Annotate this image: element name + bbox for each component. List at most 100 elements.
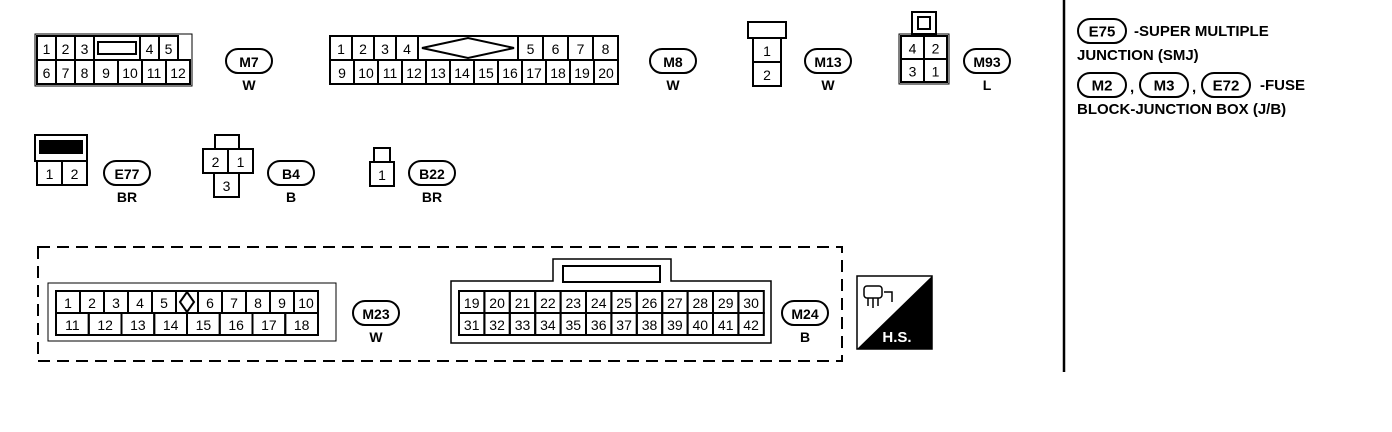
pin-cell [213, 172, 240, 198]
legend-badge-label: M2 [1092, 78, 1113, 95]
pin-cell-label: 4 [146, 41, 154, 57]
connector-id-badge [225, 48, 273, 74]
wire-color-label: BR [422, 189, 442, 205]
pin-cell-label: 34 [540, 317, 556, 333]
legend-badge-label: E75 [1089, 24, 1116, 41]
pin-cell-label: 5 [165, 41, 173, 57]
connector-id-badge [781, 300, 829, 326]
connector-id-label: B22 [419, 166, 445, 182]
connector-id-label: E77 [115, 166, 140, 182]
legend-badge [1077, 72, 1127, 98]
connector-id-badge [804, 48, 852, 74]
pin-cell-label: 1 [46, 166, 54, 182]
pin-cell-label: 6 [206, 295, 214, 311]
connector-latch [373, 147, 391, 163]
pin-cell-label: 4 [403, 41, 411, 57]
pin-cell-label: 28 [693, 295, 709, 311]
pin-cell-label: 19 [574, 65, 590, 81]
legend-badge [1201, 72, 1251, 98]
pin-cell-label: 1 [763, 43, 771, 59]
pin-cell-label: 39 [667, 317, 683, 333]
pin-cell-label: 2 [932, 41, 940, 57]
pin-cell-label: 2 [88, 295, 96, 311]
pin-cell-label: 29 [718, 295, 734, 311]
pin-cell-label: 23 [566, 295, 582, 311]
pin-cell [369, 161, 395, 187]
hs-icon-fill [857, 276, 932, 349]
pin-cell-label: 7 [577, 41, 585, 57]
connector-id-label: M24 [791, 306, 818, 322]
legend-badge [1139, 72, 1189, 98]
connector-outline [34, 33, 193, 87]
pin-gap [417, 35, 519, 61]
pin-cell-label: 24 [591, 295, 607, 311]
guide-diamond [178, 290, 196, 314]
pin-cell-label: 5 [527, 41, 535, 57]
pin-cell-label: 27 [667, 295, 683, 311]
pin-cell-label: 11 [147, 65, 162, 81]
legend-badge-label: E72 [1213, 78, 1240, 95]
connector-id-badge [103, 160, 151, 186]
pin-cell-label: 12 [170, 65, 186, 81]
pin-cell-label: 18 [294, 317, 310, 333]
wire-color-label: W [369, 329, 383, 345]
connector-latch [747, 21, 787, 39]
pin-cell [61, 160, 88, 186]
connector-id-label: M8 [663, 54, 683, 70]
connector-id-badge [649, 48, 697, 74]
connector-id-label: M23 [362, 306, 389, 322]
harness-connector-icon [863, 285, 893, 308]
pin-cell-label: 14 [454, 65, 470, 81]
wire-color-label: B [800, 329, 810, 345]
pin-cell-label: 9 [278, 295, 286, 311]
pin-cell-label: 3 [81, 41, 89, 57]
pin-cell-label: 2 [359, 41, 367, 57]
pin-cell-label: 7 [62, 65, 70, 81]
pin-cell [593, 59, 619, 85]
connector-id-label: M93 [973, 54, 1000, 70]
pin-cell-label: 11 [65, 317, 80, 333]
wire-color-label: W [242, 77, 256, 93]
legend-badge-label: M3 [1154, 78, 1175, 95]
hs-label: H.S. [882, 329, 911, 346]
pin-cell-label: 5 [160, 295, 168, 311]
connector-latch [562, 265, 661, 283]
pin-cell-label: 10 [122, 65, 138, 81]
pin-cell-label: 1 [378, 167, 386, 183]
pin-cell-label: 26 [642, 295, 658, 311]
pin-cell-label: 16 [502, 65, 518, 81]
pin-cell-label: 6 [552, 41, 560, 57]
pin-cell-label: 1 [43, 41, 51, 57]
pin-cell-label: 1 [237, 154, 245, 170]
pin-cell-label: 40 [693, 317, 709, 333]
pin-cell [165, 59, 191, 85]
pin-cell-label: 15 [196, 317, 212, 333]
pin-cell-label: 8 [254, 295, 262, 311]
pin-cell-label: 22 [540, 295, 556, 311]
connector-latch [214, 134, 240, 150]
pin-cell-label: 12 [406, 65, 422, 81]
pin-cell-label: 8 [602, 41, 610, 57]
pin-cell-label: 9 [338, 65, 346, 81]
pin-cell-label: 33 [515, 317, 531, 333]
pin-cell-label: 10 [298, 295, 314, 311]
pin-cell-label: 2 [71, 166, 79, 182]
wire-color-label: W [821, 77, 835, 93]
pin-cell-label: 36 [591, 317, 607, 333]
pin-cell-label: 21 [515, 295, 531, 311]
pin-cell-label: 9 [102, 65, 110, 81]
smj-description-line1: -SUPER MULTIPLE [1134, 23, 1269, 40]
pin-cell-label: 3 [381, 41, 389, 57]
latch-inner [917, 16, 931, 30]
pin-cell [227, 148, 254, 174]
pin-cell-label: 3 [909, 64, 917, 80]
pin-cell-label: 12 [97, 317, 113, 333]
connector-id-label: B4 [282, 166, 300, 182]
